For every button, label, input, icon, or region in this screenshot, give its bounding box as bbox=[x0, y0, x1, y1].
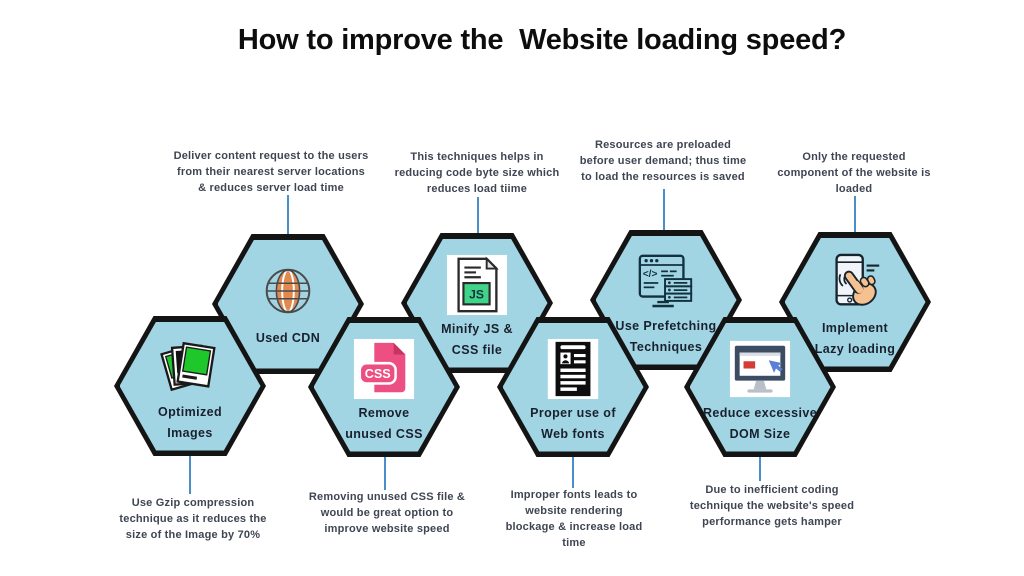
hexagon-web-fonts-face: Proper use of Web fonts bbox=[502, 322, 644, 452]
lazy-loading-phone-icon bbox=[824, 253, 886, 315]
connector-web-fonts bbox=[572, 453, 574, 488]
svg-text:CSS: CSS bbox=[365, 367, 391, 381]
hexagon-lazy-loading-label: Implement Lazy loading bbox=[814, 320, 896, 356]
connector-used-cdn bbox=[287, 195, 289, 236]
connector-remove-unused-css bbox=[384, 453, 386, 490]
description-dom-size: Due to inefficient coding technique the … bbox=[689, 484, 855, 528]
hexagon-remove-unused-css-face: CSS Remove unused CSS bbox=[313, 322, 455, 452]
prefetch-browser-icon: </> bbox=[635, 251, 697, 313]
connector-dom-size bbox=[759, 453, 761, 481]
description-used-cdn: Deliver content request to the users fro… bbox=[173, 150, 369, 194]
connector-optimized-images bbox=[189, 452, 191, 494]
hexagon-remove-unused-css-label: Remove unused CSS bbox=[345, 405, 423, 441]
connector-prefetching bbox=[663, 189, 665, 232]
hexagon-web-fonts-label: Proper use of Web fonts bbox=[530, 405, 616, 441]
photos-icon bbox=[159, 337, 221, 399]
connector-lazy-loading bbox=[854, 196, 856, 234]
description-lazy-loading: Only the requested component of the webs… bbox=[777, 151, 931, 195]
hexagon-dom-size-label: Reduce excessive DOM Size bbox=[702, 405, 818, 441]
connector-minify-js-css bbox=[477, 197, 479, 235]
webfont-document-icon bbox=[542, 338, 604, 400]
description-prefetching: Resources are preloaded before user dema… bbox=[579, 139, 747, 183]
hexagon-used-cdn-label: Used CDN bbox=[255, 330, 321, 345]
description-minify-js-css: This techniques helps in reducing code b… bbox=[394, 151, 560, 195]
hexagon-optimized-images-face: Optimized Images bbox=[119, 321, 261, 451]
description-optimized-images: Use Gzip compression technique as it red… bbox=[119, 497, 267, 541]
js-file-icon: JS bbox=[446, 254, 508, 316]
page-title: How to improve the Website loading speed… bbox=[237, 24, 847, 56]
hexagon-optimized-images-label: Optimized Images bbox=[157, 404, 223, 440]
description-remove-unused-css: Removing unused CSS file & would be grea… bbox=[308, 491, 466, 535]
hexagon-prefetching-label: Use Prefetching Techniques bbox=[615, 318, 717, 354]
hexagon-minify-js-css-label: Minify JS & CSS file bbox=[441, 321, 513, 357]
svg-text:</>: </> bbox=[643, 269, 658, 280]
dom-monitor-icon bbox=[729, 338, 791, 400]
svg-text:JS: JS bbox=[469, 287, 484, 301]
description-web-fonts: Improper fonts leads to website renderin… bbox=[505, 489, 643, 549]
hexagon-dom-size-face: Reduce excessive DOM Size bbox=[689, 322, 831, 452]
globe-icon bbox=[257, 260, 319, 322]
css-file-icon: CSS bbox=[353, 338, 415, 400]
